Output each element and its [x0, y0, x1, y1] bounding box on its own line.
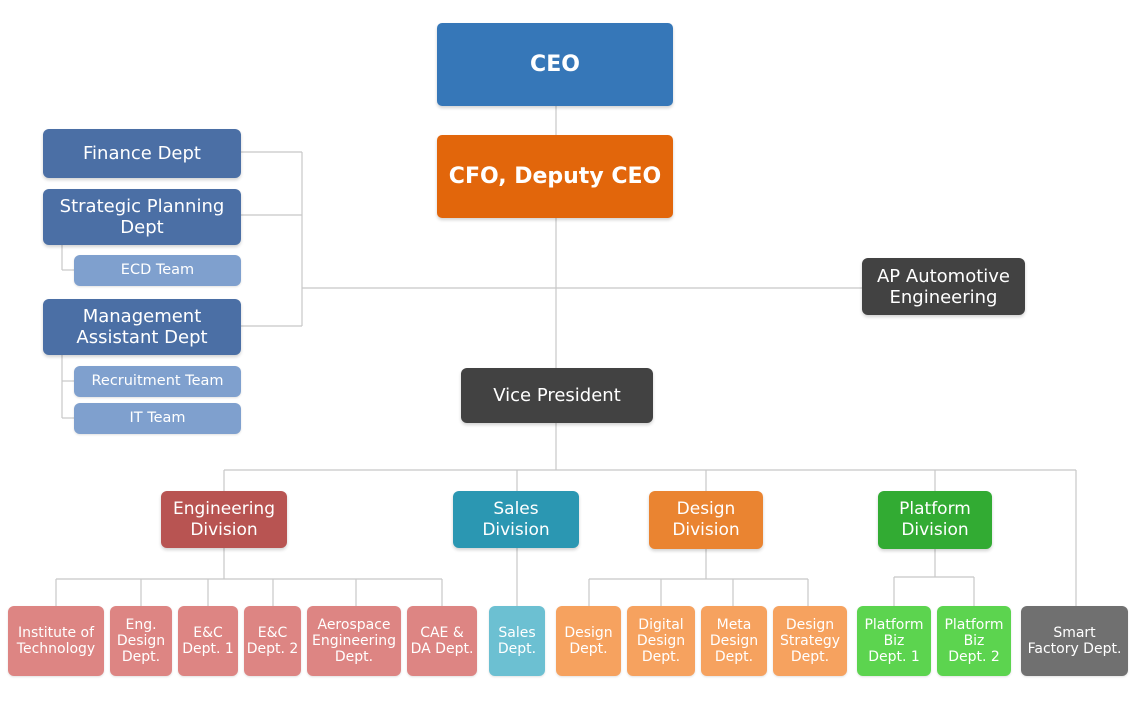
- digital-design-dept-box: Digital Design Dept.: [627, 606, 695, 676]
- management-assistant-dept-box: Management Assistant Dept: [43, 299, 241, 355]
- platform-biz-dept-2-box: Platform Biz Dept. 2: [937, 606, 1011, 676]
- design-strategy-dept-box: Design Strategy Dept.: [773, 606, 847, 676]
- smart-factory-dept-box: Smart Factory Dept.: [1021, 606, 1128, 676]
- ec-dept-2-box: E&C Dept. 2: [244, 606, 301, 676]
- sales-division-box: Sales Division: [453, 491, 579, 548]
- it-team-box: IT Team: [74, 403, 241, 434]
- meta-design-dept-box: Meta Design Dept.: [701, 606, 767, 676]
- ecd-team-box: ECD Team: [74, 255, 241, 286]
- recruitment-team-box: Recruitment Team: [74, 366, 241, 397]
- finance-dept-box: Finance Dept: [43, 129, 241, 178]
- strategic-planning-dept-box: Strategic Planning Dept: [43, 189, 241, 245]
- vice-president-box: Vice President: [461, 368, 653, 423]
- ec-dept-1-box: E&C Dept. 1: [178, 606, 238, 676]
- ceo-box: CEO: [437, 23, 673, 106]
- platform-biz-dept-1-box: Platform Biz Dept. 1: [857, 606, 931, 676]
- design-division-box: Design Division: [649, 491, 763, 549]
- sales-dept-box: Sales Dept.: [489, 606, 545, 676]
- eng-design-dept-box: Eng. Design Dept.: [110, 606, 172, 676]
- institute-of-technology-box: Institute of Technology: [8, 606, 104, 676]
- ap-automotive-engineering-box: AP Automotive Engineering: [862, 258, 1025, 315]
- design-dept-box: Design Dept.: [556, 606, 621, 676]
- platform-division-box: Platform Division: [878, 491, 992, 549]
- cfo-box: CFO, Deputy CEO: [437, 135, 673, 218]
- cae-da-dept-box: CAE & DA Dept.: [407, 606, 477, 676]
- aerospace-engineering-dept-box: Aerospace Engineering Dept.: [307, 606, 401, 676]
- engineering-division-box: Engineering Division: [161, 491, 287, 548]
